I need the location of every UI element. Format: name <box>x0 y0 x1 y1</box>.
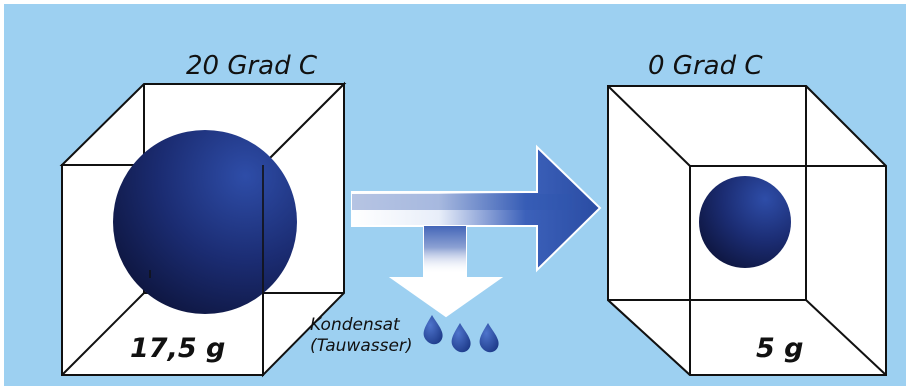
condensate-drops <box>423 315 499 353</box>
condensation-arrow <box>351 144 602 318</box>
water-drop-icon <box>451 323 471 353</box>
arrow-right-icon <box>351 144 602 273</box>
right-mass-label: 5 g <box>756 333 804 364</box>
left-mass-label: 17,5 g <box>130 333 225 364</box>
left-temperature-label: 20 Grad C <box>186 51 318 81</box>
right-cube-fill-bottom <box>608 300 886 375</box>
condensate-label-line2: (Tauwasser) <box>310 336 413 356</box>
right-cube <box>607 85 887 376</box>
arrow-speckle-band <box>352 194 572 210</box>
water-drop-icon <box>423 315 443 345</box>
water-drop-icon <box>479 323 499 353</box>
left-sphere <box>113 130 297 314</box>
right-cube-edge <box>607 85 691 167</box>
arrow-down-shading <box>424 226 466 274</box>
condensate-label-line1: Kondensat <box>310 315 401 335</box>
right-cube-top-face <box>608 86 806 166</box>
left-cube-back-edge <box>61 292 145 376</box>
right-cube-edge <box>805 299 887 376</box>
left-cube <box>59 81 347 378</box>
right-sphere <box>699 176 791 268</box>
right-cube-fill-right <box>806 86 886 375</box>
right-temperature-label: 0 Grad C <box>648 51 763 81</box>
right-cube-fill-left <box>608 86 690 300</box>
